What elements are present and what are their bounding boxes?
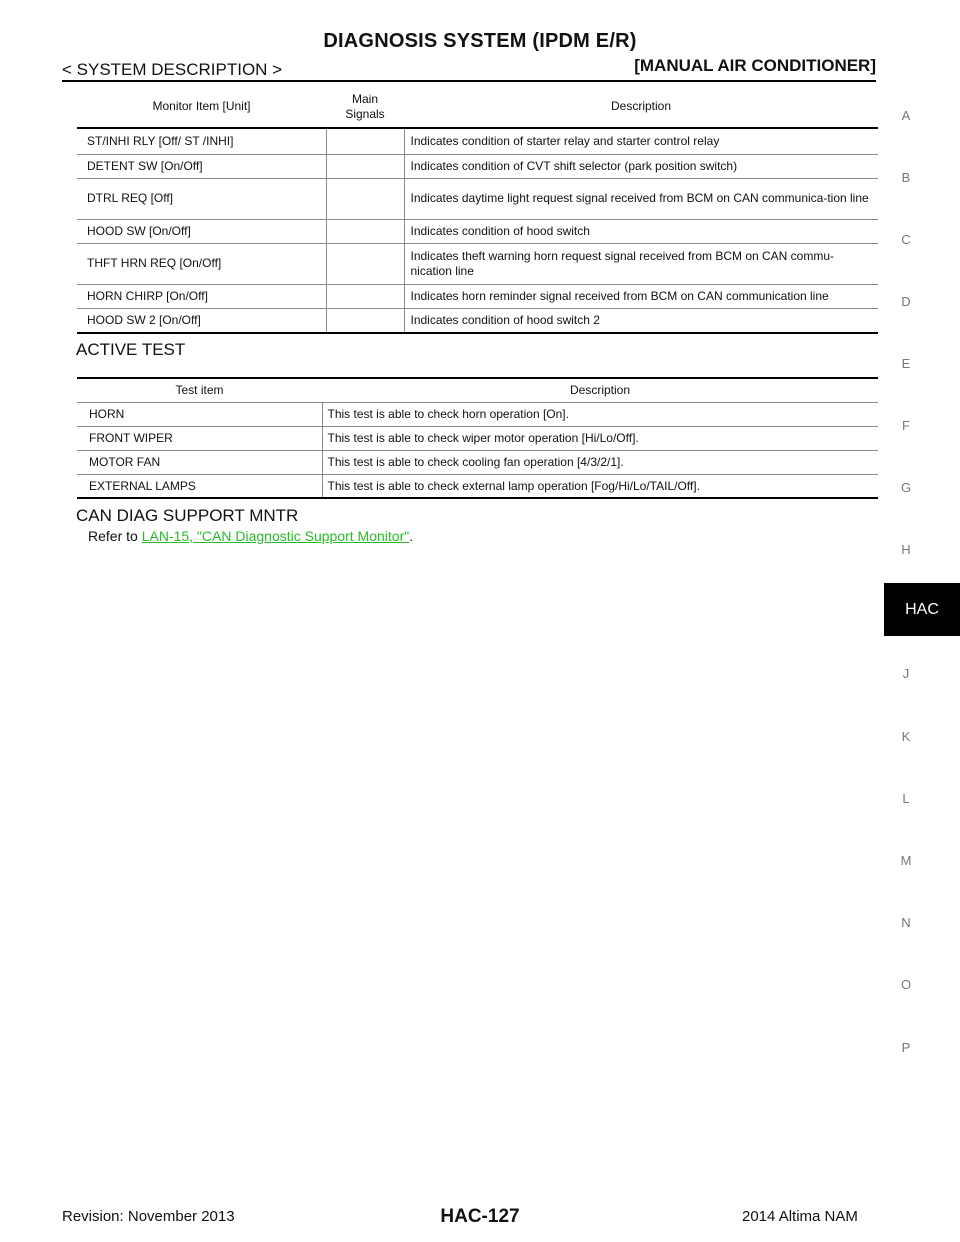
footer-model: 2014 Altima NAM xyxy=(742,1208,858,1225)
table-row: FRONT WIPER This test is able to check w… xyxy=(77,426,878,450)
table-row: HOOD SW 2 [On/Off] Indicates condition o… xyxy=(77,308,878,333)
index-letter-f[interactable]: F xyxy=(902,418,910,433)
index-letter-p[interactable]: P xyxy=(901,1040,911,1055)
column-header: Test item xyxy=(175,383,224,398)
index-letter-n[interactable]: N xyxy=(901,915,911,930)
table-header-row: Monitor Item [Unit] Main Signals Descrip… xyxy=(77,86,878,128)
section-label: < SYSTEM DESCRIPTION > xyxy=(62,60,283,79)
index-letter-e[interactable]: E xyxy=(901,356,911,371)
index-letter-c[interactable]: C xyxy=(901,232,911,247)
monitor-item-cell: HORN CHIRP [On/Off] xyxy=(87,288,208,303)
index-letter-k[interactable]: K xyxy=(901,729,911,744)
table-header-row: Test item Description xyxy=(77,378,878,402)
table-row: EXTERNAL LAMPS This test is able to chec… xyxy=(77,474,878,498)
description-cell: This test is able to check cooling fan o… xyxy=(321,450,878,474)
index-letter-o[interactable]: O xyxy=(900,977,912,992)
description-cell: Indicates condition of starter relay and… xyxy=(403,128,878,154)
monitor-item-cell: HOOD SW [On/Off] xyxy=(87,223,191,238)
column-header: Description xyxy=(610,99,672,113)
index-letter-d[interactable]: D xyxy=(901,294,911,309)
section-heading-can-diag: CAN DIAG SUPPORT MNTR xyxy=(76,506,299,525)
column-header: Monitor Item [Unit] xyxy=(152,99,251,113)
monitor-item-cell: HOOD SW 2 [On/Off] xyxy=(87,312,201,327)
monitor-item-cell: DETENT SW [On/Off] xyxy=(87,158,203,173)
index-letter-l[interactable]: L xyxy=(902,791,910,806)
section-heading-active-test: ACTIVE TEST xyxy=(76,340,186,359)
monitor-item-cell: DTRL REQ [Off] xyxy=(87,191,174,205)
index-letter-a[interactable]: A xyxy=(901,108,911,123)
test-item-cell: HORN xyxy=(89,407,125,421)
description-cell: Indicates condition of hood switch xyxy=(403,219,878,243)
main-signals-cell xyxy=(325,154,404,178)
description-cell: This test is able to check wiper motor o… xyxy=(321,426,878,450)
table-row: MOTOR FAN This test is able to check coo… xyxy=(77,450,878,474)
table-row: ST/INHI RLY [Off/ ST /INHI] Indicates co… xyxy=(77,128,878,154)
active-test-table: Test item Description HORN This test is … xyxy=(77,377,878,499)
header-rule xyxy=(62,80,876,82)
table-row: THFT HRN REQ [On/Off] Indicates theft wa… xyxy=(77,243,878,284)
index-letter-m[interactable]: M xyxy=(900,853,912,868)
index-tab-hac[interactable]: HAC xyxy=(884,583,960,636)
column-header: Description xyxy=(569,383,631,398)
main-signals-cell xyxy=(325,128,404,154)
test-item-cell: EXTERNAL LAMPS xyxy=(89,478,196,493)
description-cell: Indicates condition of CVT shift selecto… xyxy=(403,154,878,178)
column-header: Main Signals xyxy=(345,91,385,121)
reference-prefix: Refer to xyxy=(88,528,142,544)
index-letter-g[interactable]: G xyxy=(900,480,912,495)
description-cell: Indicates theft warning horn request sig… xyxy=(403,243,878,284)
reference-link[interactable]: LAN-15, "CAN Diagnostic Support Monitor" xyxy=(141,528,410,544)
chapter-label: [MANUAL AIR CONDITIONER] xyxy=(634,56,876,75)
reference-line: Refer to LAN-15, "CAN Diagnostic Support… xyxy=(88,528,413,544)
page-title: DIAGNOSIS SYSTEM (IPDM E/R) xyxy=(323,30,637,52)
monitor-item-cell: THFT HRN REQ [On/Off] xyxy=(87,256,222,270)
main-signals-cell xyxy=(325,243,404,284)
main-signals-cell xyxy=(325,219,404,243)
description-cell: Indicates daytime light request signal r… xyxy=(403,178,878,219)
table-row: DTRL REQ [Off] Indicates daytime light r… xyxy=(77,178,878,219)
index-letter-h[interactable]: H xyxy=(901,542,911,557)
table-row: HOOD SW [On/Off] Indicates condition of … xyxy=(77,219,878,243)
main-signals-cell xyxy=(325,178,404,219)
table-row: DETENT SW [On/Off] Indicates condition o… xyxy=(77,154,878,178)
monitor-item-table: Monitor Item [Unit] Main Signals Descrip… xyxy=(77,86,878,334)
footer-revision: Revision: November 2013 xyxy=(62,1208,235,1225)
reference-suffix: . xyxy=(409,528,414,544)
main-signals-cell xyxy=(325,308,404,333)
table-row: HORN This test is able to check horn ope… xyxy=(77,402,878,426)
index-letter-j[interactable]: J xyxy=(902,666,910,681)
test-item-cell: MOTOR FAN xyxy=(89,455,161,469)
main-signals-cell xyxy=(325,284,404,308)
monitor-item-cell: ST/INHI RLY [Off/ ST /INHI] xyxy=(87,133,234,148)
table-row: HORN CHIRP [On/Off] Indicates horn remin… xyxy=(77,284,878,308)
index-letter-b[interactable]: B xyxy=(901,170,911,185)
description-cell: Indicates condition of hood switch 2 xyxy=(403,308,878,333)
test-item-cell: FRONT WIPER xyxy=(89,431,173,445)
description-cell: Indicates horn reminder signal received … xyxy=(403,284,878,308)
description-cell: This test is able to check external lamp… xyxy=(321,474,878,498)
description-cell: This test is able to check horn operatio… xyxy=(321,402,878,426)
footer-page-number: HAC-127 xyxy=(440,1206,520,1227)
